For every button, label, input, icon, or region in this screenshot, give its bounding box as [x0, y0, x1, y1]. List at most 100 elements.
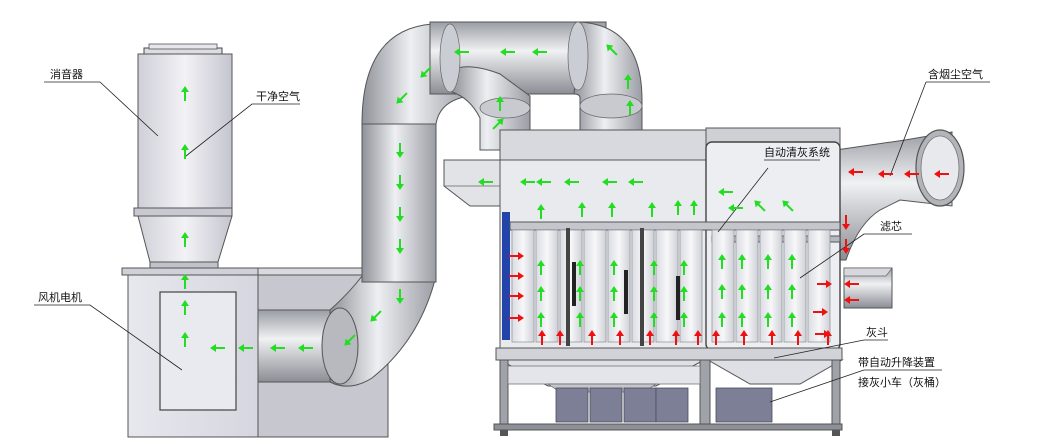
- label-filter-cartridge: 滤芯: [880, 219, 902, 233]
- arrow-icon: [608, 202, 616, 217]
- arrow-icon: [396, 289, 404, 304]
- arrow-icon: [536, 178, 551, 186]
- arrow-icon: [396, 207, 404, 222]
- arrow-icon: [650, 312, 658, 327]
- chamber-divider: [640, 228, 644, 346]
- divider-bar: [676, 276, 680, 320]
- filter-cartridge: [535, 229, 559, 343]
- ash-carts: [555, 387, 773, 423]
- arrow-icon: [537, 260, 545, 275]
- arrow-icon: [794, 330, 802, 345]
- arrow-icon: [680, 260, 688, 275]
- arrow-icon: [650, 286, 658, 301]
- arrow-icon: [817, 280, 832, 288]
- label-smoke-dust-air: 含烟尘空气: [928, 67, 983, 81]
- arrow-icon: [370, 310, 382, 322]
- arrow-icon: [576, 312, 584, 327]
- arrow-icon: [478, 178, 493, 186]
- arrow-icon: [606, 44, 618, 56]
- arrow-icon: [764, 312, 772, 327]
- arrow-icon: [754, 200, 766, 212]
- arrow-icon: [848, 168, 863, 176]
- label-clean-air: 干净空气: [256, 89, 300, 103]
- filter-cartridge: [511, 229, 535, 343]
- arrow-icon: [782, 200, 794, 212]
- arrow-icon: [788, 284, 796, 299]
- arrow-icon: [181, 300, 189, 315]
- arrow-icon: [768, 330, 776, 345]
- arrow-icon: [738, 254, 746, 269]
- filter-cartridge: [583, 229, 607, 343]
- arrow-icon: [396, 143, 404, 158]
- arrow-icon: [564, 178, 579, 186]
- arrow-icon: [181, 332, 189, 347]
- arrow-icon: [680, 286, 688, 301]
- arrow-icon: [537, 204, 545, 219]
- chamber-divider: [566, 228, 570, 346]
- arrow-icon: [878, 170, 893, 178]
- silencer: [133, 43, 233, 269]
- arrow-icon: [718, 188, 733, 196]
- divider-bar: [624, 270, 628, 314]
- arrow-icon: [520, 178, 535, 186]
- arrow-icon: [298, 344, 313, 352]
- arrow-icon: [718, 284, 726, 299]
- ash-cart: [555, 387, 589, 423]
- arrow-icon: [626, 100, 634, 115]
- arrow-icon: [616, 330, 624, 345]
- arrow-icon: [904, 170, 919, 178]
- ash-cart: [715, 387, 773, 423]
- arrow-icon: [602, 178, 617, 186]
- arrow-icon: [538, 330, 546, 345]
- arrow-icon: [712, 330, 720, 345]
- arrow-icon: [509, 292, 524, 300]
- arrow-icon: [396, 175, 404, 190]
- arrow-icon: [238, 344, 253, 352]
- arrow-icon: [181, 86, 189, 101]
- arrow-icon: [344, 334, 356, 346]
- arrow-icon: [610, 286, 618, 301]
- arrow-icon: [788, 312, 796, 327]
- arrow-icon: [532, 48, 547, 56]
- arrow-icon: [694, 330, 702, 345]
- ash-cart: [589, 387, 623, 423]
- arrow-icon: [934, 170, 949, 178]
- arrow-icon: [576, 286, 584, 301]
- arrow-icon: [537, 312, 545, 327]
- arrow-icon: [728, 204, 743, 212]
- arrow-icon: [788, 254, 796, 269]
- arrow-icon: [270, 344, 285, 352]
- arrow-icon: [181, 232, 189, 247]
- arrow-icon: [690, 200, 698, 215]
- label-lift-device: 带自动升降装置: [858, 355, 935, 369]
- arrow-icon: [646, 330, 654, 345]
- ash-cart: [623, 387, 657, 423]
- arrow-icon: [396, 239, 404, 254]
- filter-cartridge: [655, 229, 679, 343]
- arrow-icon: [509, 272, 524, 280]
- arrow-icon: [610, 260, 618, 275]
- label-silencer: 消音器: [50, 67, 83, 81]
- arrow-icon: [576, 260, 584, 275]
- arrow-icon: [420, 66, 432, 78]
- arrow-icon: [492, 118, 504, 130]
- arrow-icon: [764, 254, 772, 269]
- arrow-icon: [454, 48, 469, 56]
- inlet-duct: [835, 129, 965, 309]
- arrow-icon: [181, 144, 189, 159]
- text-labels: 消音器 干净空气 风机电机 含烟尘空气 自动清灰系统 滤芯 灰斗 带自动升降装置…: [38, 67, 983, 389]
- arrow-icon: [844, 280, 859, 288]
- arrow-icon: [648, 202, 656, 217]
- label-ash-hopper: 灰斗: [866, 325, 888, 339]
- arrow-icon: [610, 312, 618, 327]
- arrow-icon: [396, 92, 408, 104]
- arrow-icon: [672, 330, 680, 345]
- filter-cartridge: [759, 229, 783, 343]
- arrow-icon: [674, 200, 682, 215]
- arrow-icon: [764, 284, 772, 299]
- arrow-icon: [509, 314, 524, 322]
- arrow-icon: [496, 96, 504, 111]
- leader-lines: [34, 81, 990, 403]
- arrow-icon: [500, 48, 515, 56]
